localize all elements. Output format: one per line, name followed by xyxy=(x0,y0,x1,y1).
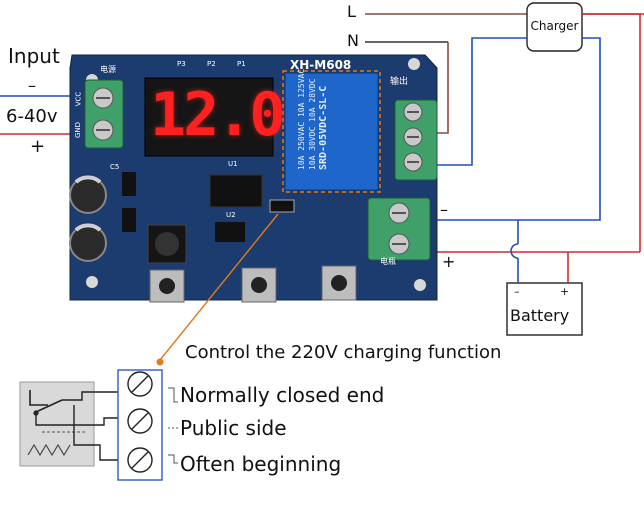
mains-l-label: L xyxy=(347,2,356,21)
input-title: Input xyxy=(8,44,60,68)
capacitor xyxy=(69,224,107,262)
capacitor-stripe xyxy=(74,175,102,184)
board-model: XH-M608 xyxy=(290,58,352,72)
label-often-beginning: Often beginning xyxy=(180,452,342,476)
label-output: 输出 xyxy=(390,77,409,87)
inductor xyxy=(147,224,187,264)
mount-hole xyxy=(414,279,426,291)
button-middle xyxy=(241,267,277,303)
terminal-common-screw xyxy=(127,408,153,434)
bracket-no xyxy=(168,454,178,464)
capacitor-stripe xyxy=(74,223,102,232)
no-wire xyxy=(73,405,118,461)
charger-neg-wire xyxy=(430,37,601,221)
label-u1: U1 xyxy=(228,160,238,168)
label-c5: C5 xyxy=(110,163,120,171)
battery-plus: + xyxy=(560,285,570,298)
relay-nc-contact xyxy=(29,390,48,406)
relay-schematic-box xyxy=(19,381,95,467)
input-voltage: 6-40v xyxy=(6,106,58,127)
out-minus: – xyxy=(440,200,448,219)
common-wire xyxy=(35,413,118,426)
led-display-frame xyxy=(144,77,274,157)
mount-hole xyxy=(408,58,420,70)
relay-coil xyxy=(27,443,71,457)
mount-hole xyxy=(86,276,98,288)
transistor xyxy=(122,172,136,196)
inductor-core xyxy=(155,232,179,256)
capacitor xyxy=(69,176,107,214)
battery-minus: – xyxy=(514,285,520,298)
diode xyxy=(269,199,295,213)
relay-text-line: 10A 250VAC 10A 125VAC xyxy=(297,68,306,170)
mains-n-label: N xyxy=(347,31,359,50)
terminal-nc-screw xyxy=(127,371,153,397)
relay-text-line: 10A 30VDC 10A 28VDC xyxy=(308,78,317,170)
button-left xyxy=(149,269,185,303)
relay-highlight xyxy=(282,70,381,193)
charger-to-output-wire xyxy=(430,37,527,166)
label-gnd: GND xyxy=(74,121,83,139)
out-plus: + xyxy=(442,252,456,271)
label-normally-closed: Normally closed end xyxy=(180,383,385,407)
label-u2: U2 xyxy=(226,211,236,219)
relay-text: 10A 250VAC 10A 125VAC 10A 30VDC 10A 28VD… xyxy=(296,60,329,170)
bracket-nc xyxy=(168,387,178,403)
led-display: 12.0 xyxy=(150,80,285,150)
relay xyxy=(284,72,379,191)
relay-text-line: SRD-05VDC-SL-C xyxy=(318,85,329,170)
battery-label: Battery xyxy=(510,306,570,325)
callout-dot xyxy=(156,358,164,366)
callout-line xyxy=(159,213,279,361)
charger-label: Charger xyxy=(530,19,579,33)
ic-u1 xyxy=(209,174,263,208)
battery-neg-hop xyxy=(510,243,519,259)
battery-box xyxy=(506,282,583,336)
battery-terminal-block xyxy=(367,197,431,261)
label-p3: P3 xyxy=(177,60,186,68)
label-public-side: Public side xyxy=(180,416,287,440)
input-minus: – xyxy=(28,76,36,95)
input-plus: + xyxy=(30,136,46,157)
label-p2: P2 xyxy=(207,60,216,68)
transistor xyxy=(122,208,136,232)
label-power: 电源 xyxy=(100,65,116,74)
ic-u2 xyxy=(215,222,245,242)
charger-box xyxy=(526,2,583,52)
charger-pos-wire xyxy=(582,13,641,252)
relay-switch-arm xyxy=(35,399,63,413)
label-battery: 电瓶 xyxy=(380,257,396,266)
button-right xyxy=(321,265,357,301)
nc-wire xyxy=(62,391,118,401)
terminal-no-screw xyxy=(127,447,153,473)
relay-caption: Control the 220V charging function xyxy=(185,342,502,363)
label-p1: P1 xyxy=(237,60,246,68)
label-vcc: VCC xyxy=(74,91,83,107)
